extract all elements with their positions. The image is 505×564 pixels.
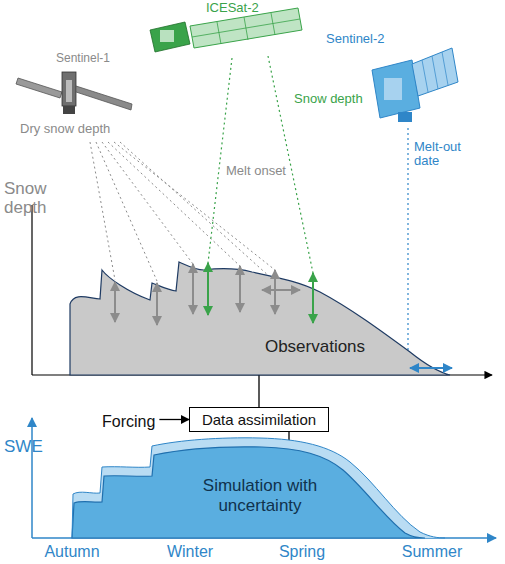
process-box: Data assimilation: [189, 407, 329, 432]
season-label: Autumn: [32, 543, 112, 561]
satellite-name: Sentinel-2: [326, 32, 416, 46]
season-label: Winter: [150, 543, 230, 561]
sentinel2-satellite: [372, 48, 458, 122]
season-label: Summer: [392, 543, 472, 561]
observation-label: Melt onset: [226, 164, 306, 178]
node-text: Simulation with uncertainty: [190, 476, 330, 515]
satellite-name: ICESat-2: [206, 1, 286, 15]
axis-label: SWE: [4, 438, 54, 457]
node-text: Observations: [250, 337, 380, 357]
forcing-input: Forcing: [100, 411, 157, 433]
connector: [159, 419, 189, 420]
observation-area: Observations: [70, 255, 455, 375]
simulation-area: Simulation with uncertainty: [72, 458, 492, 538]
sentinel1-satellite: [16, 72, 132, 114]
observation-label: Snow depth: [294, 92, 384, 106]
node-text: Data assimilation: [202, 411, 316, 428]
snow-depth-axes: [32, 205, 492, 375]
satellite-name: Sentinel-1: [56, 52, 136, 65]
axis-label: Snow depth: [4, 180, 60, 217]
observation-label: Melt-out date: [414, 140, 476, 169]
snow-depth-shape: [70, 255, 455, 375]
swe-axes: [32, 418, 496, 538]
connector: [258, 375, 259, 407]
season-label: Spring: [262, 543, 342, 561]
node-text: Forcing: [102, 413, 155, 431]
observation-label: Dry snow depth: [20, 122, 140, 136]
